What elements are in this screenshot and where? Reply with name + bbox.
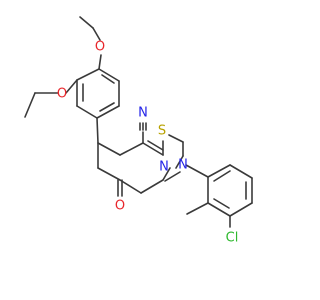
bond [96, 105, 120, 119]
atom-labels: O O N S N N O Cl [57, 40, 238, 246]
bond [229, 164, 253, 179]
atom-label-sulfur: S [158, 124, 166, 139]
atom-label-ethoxy-oxygen: O [57, 87, 67, 102]
atom-label-methoxy-oxygen: O [95, 40, 105, 55]
bond [168, 134, 184, 143]
bond [97, 142, 121, 156]
atom-label-ring-nitrogen-left: N [159, 160, 169, 175]
bond [185, 164, 209, 178]
bond [79, 16, 94, 29]
bond [96, 117, 99, 144]
bond [24, 92, 36, 118]
bond [97, 167, 121, 181]
atom-label-nitrile-nitrogen: N [138, 106, 148, 121]
bond [164, 171, 181, 182]
bond [140, 179, 164, 194]
bond [99, 102, 115, 112]
bond [213, 170, 231, 182]
molecule-structure: O O N S N N O Cl [24, 16, 253, 246]
bond [65, 79, 78, 94]
bond [213, 198, 230, 209]
bond [175, 155, 184, 169]
bond [119, 179, 142, 194]
bond [92, 27, 101, 41]
bond [147, 140, 164, 151]
bond [229, 202, 253, 217]
bond [119, 142, 144, 156]
bond [101, 74, 115, 84]
bond [162, 167, 171, 181]
atom-label-ring-nitrogen-right: N [178, 158, 188, 173]
bond [76, 68, 100, 81]
atom-label-chlorine: Cl [226, 231, 239, 246]
bond [207, 202, 231, 217]
bond [207, 164, 231, 178]
bonds [24, 16, 253, 228]
bond [142, 142, 164, 156]
bond [186, 202, 209, 215]
atom-label-carbonyl-oxygen: O [115, 199, 125, 214]
bond [98, 54, 102, 70]
bond [98, 68, 120, 82]
bond [76, 105, 98, 119]
